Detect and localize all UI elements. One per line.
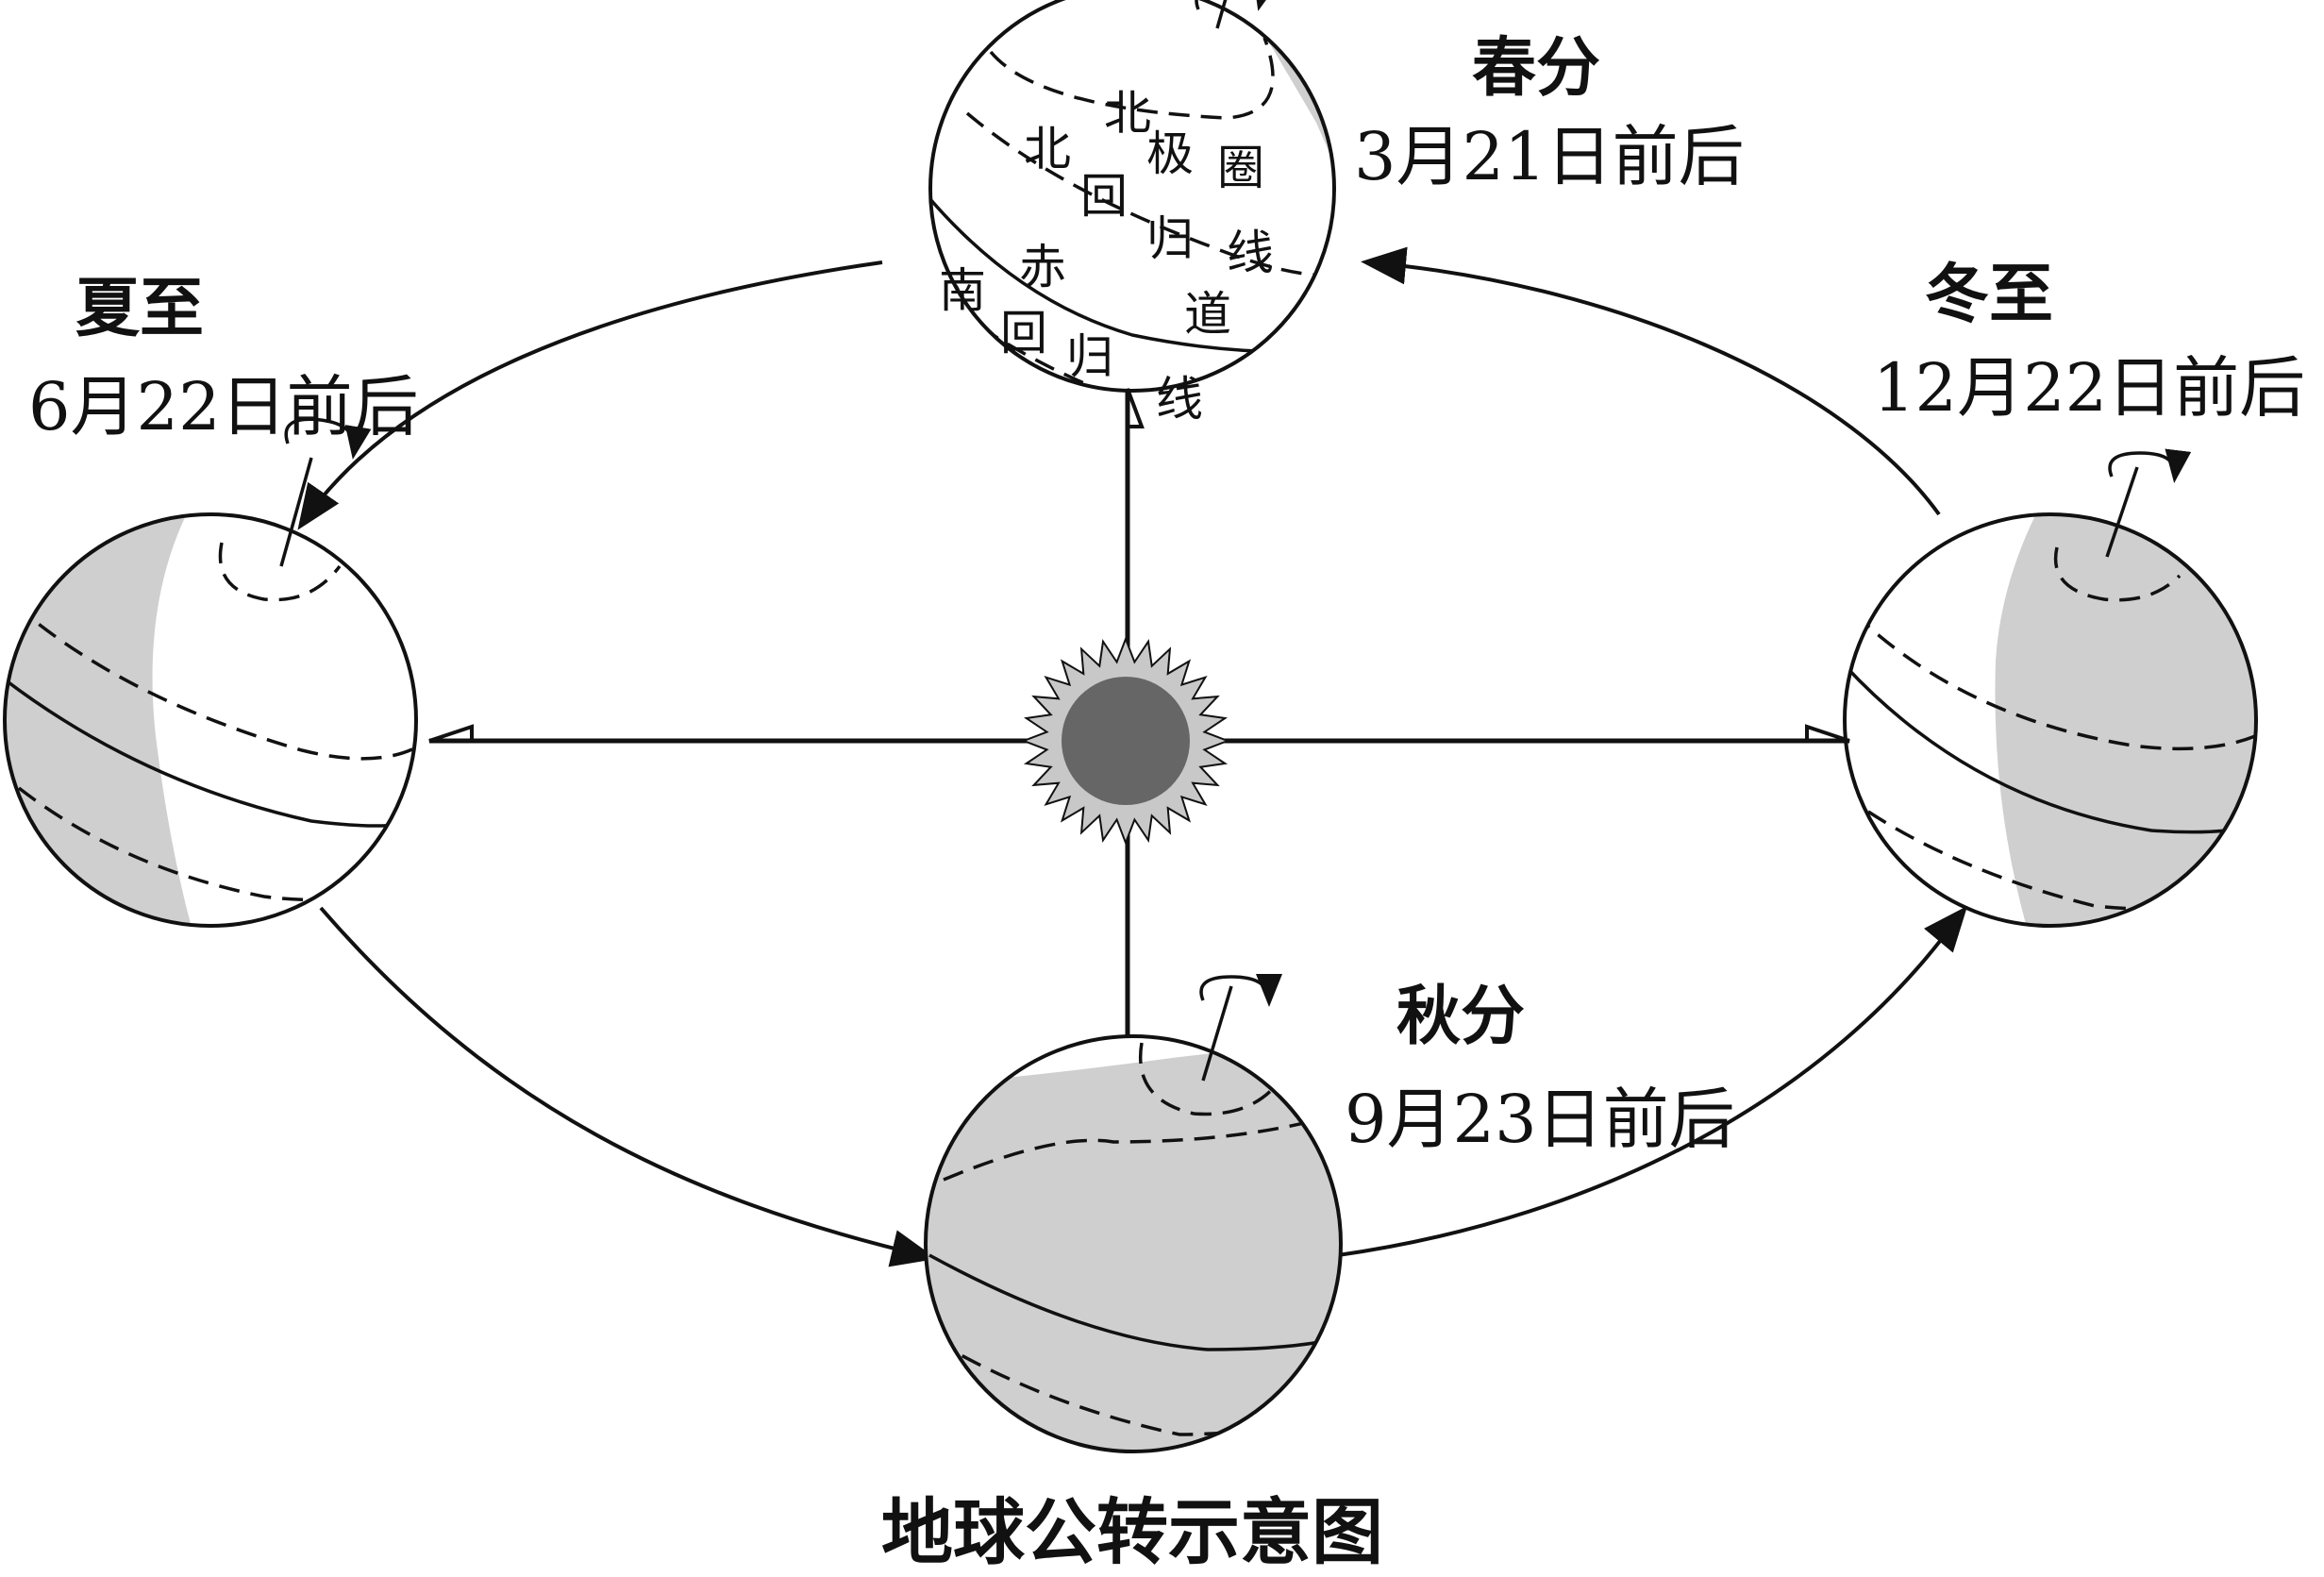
globe-summer-solstice [3, 417, 418, 928]
latitude-labels: 北 极 圈 线 北 回 归 线 赤 道 南 回 归 线 [939, 86, 1274, 427]
spring-date: 3月21日前后 [1354, 118, 1745, 195]
globe-autumn-equinox [924, 973, 1343, 1453]
label-cancer-1: 北 [1024, 122, 1071, 176]
label-equator-2: 道 [1184, 287, 1231, 342]
label-arctic-3: 圈 [1217, 141, 1264, 195]
label-capricorn-3: 归 [1066, 329, 1113, 384]
label-arctic-2: 极 [1146, 126, 1194, 181]
summer-date: 6月22日前后 [28, 368, 419, 445]
sun [1021, 636, 1230, 846]
winter-date: 12月22日前后 [1873, 349, 2305, 427]
season-labels: 春分 3月21日前后 夏至 6月22日前后 冬至 12月22日前后 秋分 9月2… [28, 30, 2305, 1158]
spring-name: 春分 [1472, 30, 1600, 106]
label-cancer-2: 回 [1080, 169, 1128, 224]
winter-name: 冬至 [1925, 257, 2053, 332]
autumn-name: 秋分 [1396, 979, 1525, 1054]
label-capricorn-1: 南 [939, 263, 986, 318]
label-cancer-3: 归 [1146, 211, 1194, 266]
label-equator-1: 赤 [1019, 240, 1066, 294]
diagram-title: 地球公转示意图 [881, 1490, 1383, 1574]
label-arctic-4: 线 [1227, 226, 1274, 280]
summer-name: 夏至 [75, 271, 204, 346]
label-arctic-1: 北 [1104, 86, 1151, 141]
label-capricorn-2: 回 [1000, 306, 1047, 361]
orbit-path [297, 246, 1968, 1267]
globe-winter-solstice [1843, 448, 2258, 928]
label-capricorn-4: 线 [1156, 372, 1203, 427]
sun-core [1062, 677, 1190, 805]
autumn-date: 9月23日前后 [1345, 1081, 1735, 1158]
